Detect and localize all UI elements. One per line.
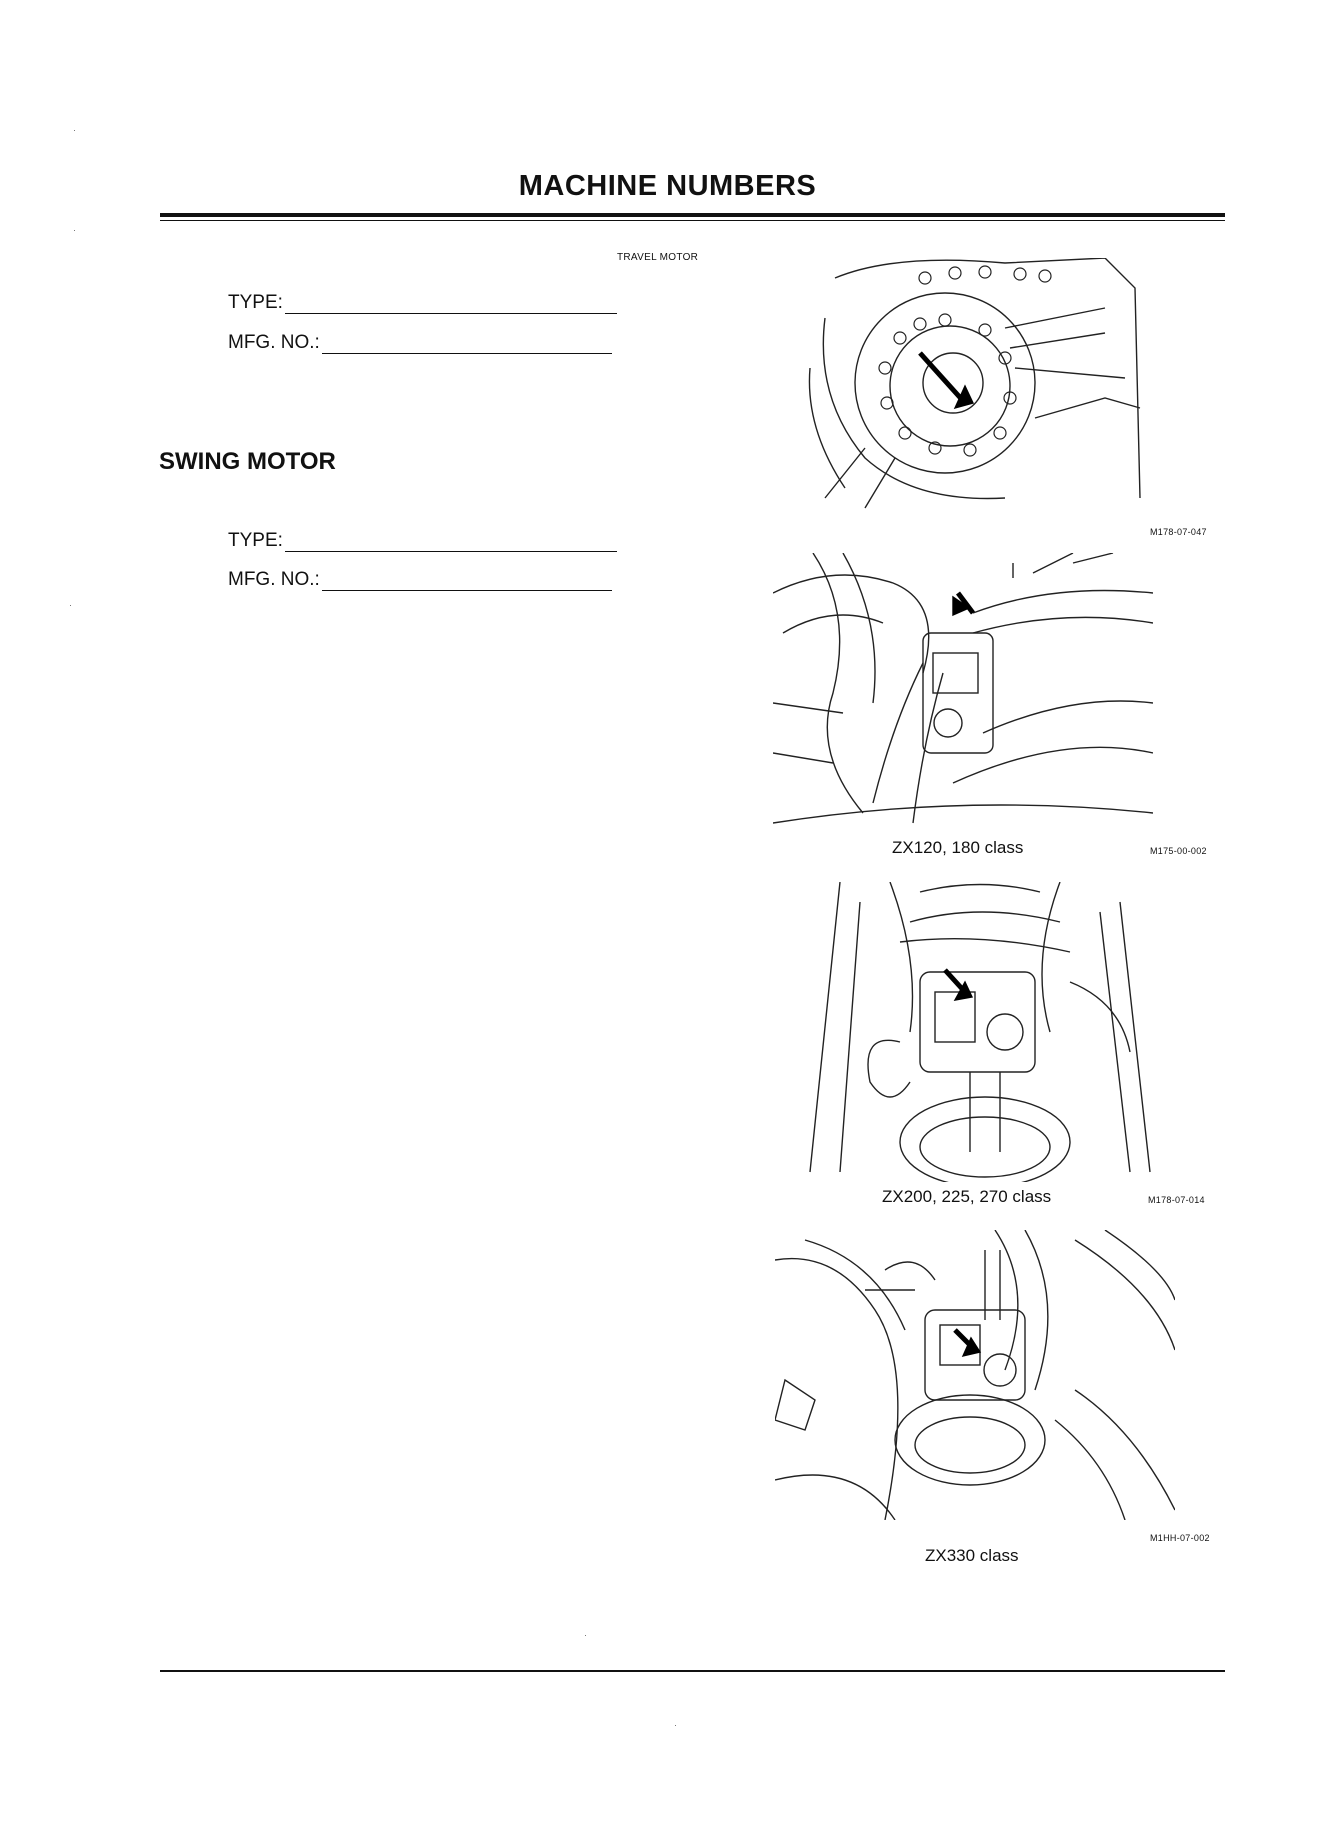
travel-figure-code: M178-07-047 — [1150, 527, 1207, 537]
figure-caption-zx330: ZX330 class — [925, 1546, 1019, 1565]
travel-mfg-line — [321, 335, 612, 354]
travel-mfg-label: MFG. NO.: — [228, 332, 320, 353]
figure-caption-zx200: ZX200, 225, 270 class — [882, 1187, 1052, 1206]
page-title: MACHINE NUMBERS — [518, 170, 817, 202]
figure-code-zx120: M175-00-002 — [1150, 846, 1207, 856]
swing-type-field[interactable]: TYPE: — [228, 530, 617, 552]
travel-type-line — [284, 295, 617, 314]
swing-mfg-field[interactable]: MFG. NO.: — [228, 569, 612, 591]
swing-motor-heading: SWING MOTOR — [159, 448, 336, 475]
figure-code-zx200: M178-07-014 — [1148, 1195, 1205, 1205]
scan-speck — [70, 605, 71, 606]
travel-type-label: TYPE: — [228, 292, 283, 313]
figure-code-zx330: M1HH-07-002 — [1150, 1533, 1210, 1543]
swing-figure-zx120 — [773, 553, 1153, 833]
swing-mfg-label: MFG. NO.: — [228, 569, 320, 590]
travel-motor-label: TRAVEL MOTOR — [617, 252, 699, 263]
swing-figure-zx330 — [775, 1230, 1175, 1520]
travel-motor-figure — [805, 258, 1150, 510]
swing-type-line — [284, 533, 617, 552]
figure-caption-zx120: ZX120, 180 class — [892, 838, 1024, 857]
scan-speck — [675, 1725, 676, 1726]
scan-speck — [74, 130, 75, 131]
header-rule-thin — [160, 220, 1225, 221]
swing-figure-zx200 — [800, 882, 1160, 1182]
travel-mfg-field[interactable]: MFG. NO.: — [228, 332, 612, 354]
swing-type-label: TYPE: — [228, 530, 283, 551]
footer-rule — [160, 1670, 1225, 1672]
scan-speck — [74, 230, 75, 231]
header-rule — [160, 213, 1225, 217]
swing-mfg-line — [321, 572, 612, 591]
travel-type-field[interactable]: TYPE: — [228, 292, 617, 314]
scan-speck — [585, 1635, 586, 1636]
